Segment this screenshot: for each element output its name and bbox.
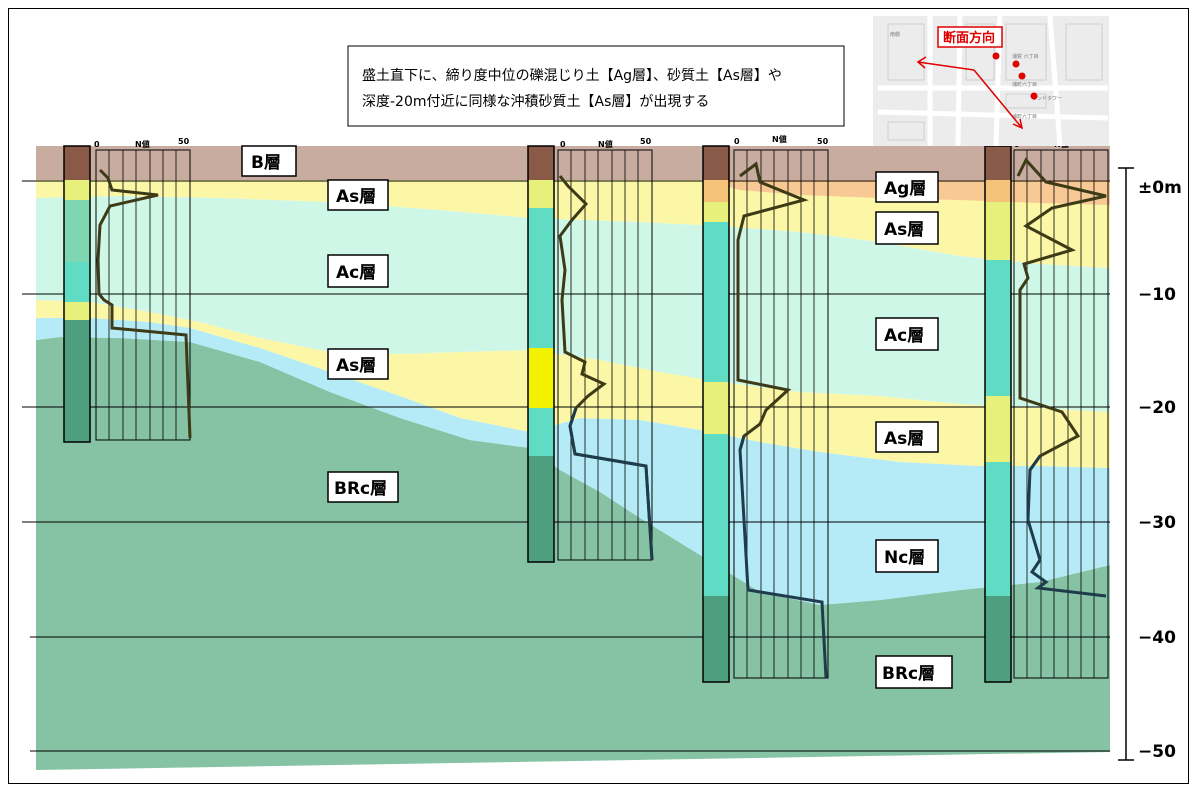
map-label-4: ランドタワー bbox=[1032, 95, 1062, 102]
svg-text:50: 50 bbox=[817, 137, 829, 146]
depth-label-10: −10 bbox=[1138, 285, 1176, 305]
figure-frame bbox=[8, 8, 1189, 784]
svg-text:50: 50 bbox=[178, 137, 190, 146]
callout-note: 盛土直下に、締り度中位の礫混じり土【Ag層】、砂質土【As層】や 深度-20m付… bbox=[347, 45, 845, 127]
layer-label-ag-right: Ag層 bbox=[884, 179, 926, 199]
as-lower-layer bbox=[36, 300, 1110, 468]
layer-label-ac-right: Ac層 bbox=[884, 326, 924, 346]
map-label-3: 浦町六丁目 bbox=[1012, 81, 1037, 88]
map-label-5: 浦町六丁目 bbox=[1012, 113, 1037, 120]
depth-label-30: −30 bbox=[1138, 513, 1176, 533]
layer-label-ac: Ac層 bbox=[336, 263, 376, 283]
direction-label: 断面方向 bbox=[943, 30, 995, 46]
note-line-2: 深度-20m付近に同様な沖積砂質土【As層】が出現する bbox=[362, 94, 709, 110]
borehole-4: 0 N値 50 bbox=[984, 137, 1110, 683]
layer-label-brc: BRc層 bbox=[334, 479, 387, 499]
layer-label-texts: B層 As層 Ac層 As層 BRc層 Ag層 As層 Ac層 As層 Nc層 … bbox=[251, 153, 935, 684]
layer-label-as-right: As層 bbox=[884, 220, 924, 240]
borehole-1: 0 N値 50 bbox=[63, 137, 192, 443]
location-map: 南側 浦賀 六丁目 浦町六丁目 ランドタワー 浦町六丁目 断面方向 bbox=[873, 15, 1109, 147]
ac-layer bbox=[36, 196, 1110, 412]
borehole-marker bbox=[1018, 72, 1026, 80]
b-layer bbox=[36, 146, 1110, 180]
borehole-marker bbox=[992, 52, 1000, 60]
svg-text:0: 0 bbox=[94, 140, 100, 149]
svg-text:N値: N値 bbox=[135, 139, 150, 149]
svg-text:N値: N値 bbox=[598, 139, 613, 149]
nc-layer bbox=[36, 318, 1110, 605]
direction-arrow bbox=[916, 56, 1024, 130]
layer-label-as-upper: As層 bbox=[336, 187, 376, 207]
layer-label-nc: Nc層 bbox=[884, 548, 925, 568]
depth-label-50: −50 bbox=[1138, 742, 1176, 762]
layer-labels bbox=[241, 145, 953, 689]
layer-label-as-right-lower: As層 bbox=[884, 429, 924, 449]
layer-label-as-lower: As層 bbox=[336, 356, 376, 376]
map-label-2: 浦賀 六丁目 bbox=[1012, 53, 1039, 60]
svg-text:N値: N値 bbox=[772, 134, 787, 144]
strata bbox=[36, 146, 1110, 770]
depth-label-20: −20 bbox=[1138, 398, 1176, 418]
svg-text:0: 0 bbox=[734, 137, 740, 146]
depth-label-40: −40 bbox=[1138, 628, 1176, 648]
svg-text:50: 50 bbox=[640, 137, 652, 146]
borehole-marker bbox=[1012, 60, 1020, 68]
borehole-3: 0 N値 50 bbox=[702, 134, 829, 683]
depth-axis: ±0m −10 −20 −30 −40 −50 bbox=[1118, 167, 1182, 762]
svg-text:0: 0 bbox=[560, 140, 566, 149]
depth-label-0: ±0m bbox=[1138, 178, 1182, 198]
borehole-marker bbox=[1030, 92, 1038, 100]
layer-label-brc-right: BRc層 bbox=[882, 664, 935, 684]
layer-label-b: B層 bbox=[251, 153, 281, 173]
map-label-1: 南側 bbox=[890, 31, 900, 38]
brc-layer bbox=[36, 337, 1110, 770]
note-line-1: 盛土直下に、締り度中位の礫混じり土【Ag層】、砂質土【As層】や bbox=[362, 67, 782, 84]
as-upper-layer bbox=[36, 178, 1110, 268]
borehole-2: 0 N値 50 bbox=[527, 137, 654, 563]
